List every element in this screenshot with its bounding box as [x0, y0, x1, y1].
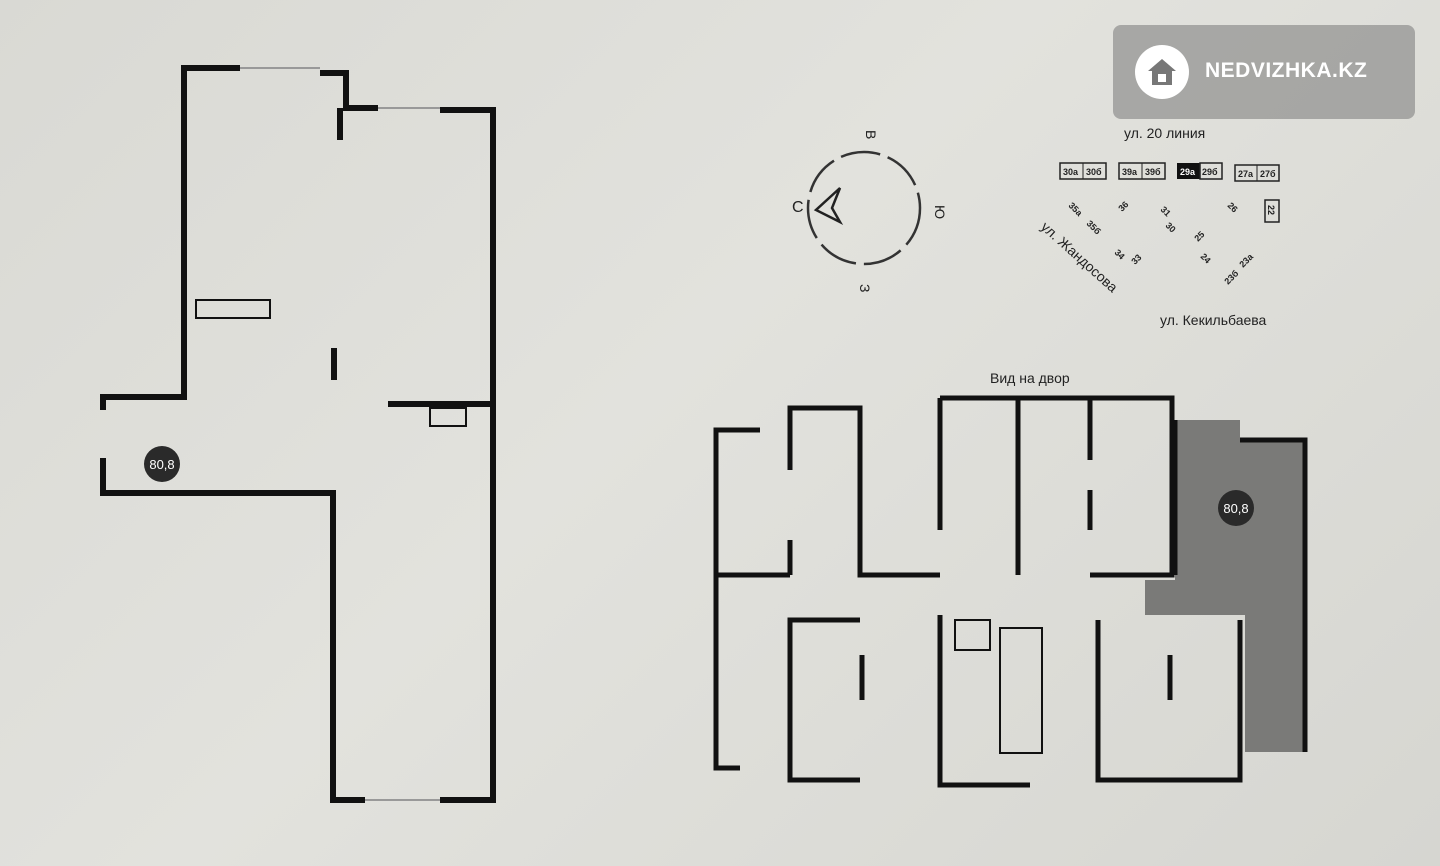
compass: С В Ю З — [792, 130, 948, 292]
compass-east: В — [863, 130, 879, 139]
building-34: 34 — [1113, 247, 1127, 261]
street-20-liniya: ул. 20 линия — [1124, 125, 1205, 141]
building-39b: 39б — [1145, 167, 1161, 177]
building-35a: 35а — [1067, 200, 1085, 218]
building-22: 22 — [1266, 205, 1276, 215]
watermark-text: NEDVIZHKA.KZ — [1205, 59, 1368, 82]
north-arrow-icon — [813, 187, 844, 225]
building-33: 33 — [1129, 252, 1143, 266]
unit-plan — [100, 65, 496, 803]
building-26: 26 — [1226, 200, 1240, 214]
building-29a-highlighted: 29а — [1180, 167, 1196, 177]
building-30a: 30а — [1063, 167, 1079, 177]
building-30: 30 — [1164, 220, 1178, 234]
yard-view-label: Вид на двор — [990, 370, 1070, 386]
compass-west: З — [857, 284, 873, 292]
highlighted-unit — [1145, 420, 1305, 752]
building-36: 36 — [1116, 199, 1130, 213]
area-label-right: 80,8 — [1223, 501, 1248, 516]
building-29b: 29б — [1202, 167, 1218, 177]
building-24: 24 — [1199, 251, 1213, 265]
building-30b: 30б — [1086, 167, 1102, 177]
area-label-left: 80,8 — [149, 457, 174, 472]
building-27a: 27а — [1238, 169, 1254, 179]
building-39a: 39а — [1122, 167, 1138, 177]
floor-plan — [713, 395, 1308, 788]
site-map: ул. 20 линия ул. Жандосова ул. Кекильбае… — [1038, 125, 1280, 328]
house-icon — [1135, 45, 1189, 99]
area-badge-right — [1218, 490, 1254, 526]
street-kekilbaeva: ул. Кекильбаева — [1160, 312, 1267, 328]
building-31: 31 — [1159, 204, 1173, 218]
building-27b: 27б — [1260, 169, 1276, 179]
compass-south: Ю — [932, 205, 948, 219]
area-badge-left — [144, 446, 180, 482]
watermark: NEDVIZHKA.KZ — [1113, 25, 1415, 119]
street-zhandosova: ул. Жандосова — [1038, 218, 1121, 295]
building-23a: 23а — [1237, 251, 1255, 269]
building-23b: 23б — [1222, 268, 1240, 286]
compass-north: С — [792, 199, 804, 216]
building-35b: 35б — [1085, 218, 1103, 236]
building-25: 25 — [1192, 229, 1206, 243]
